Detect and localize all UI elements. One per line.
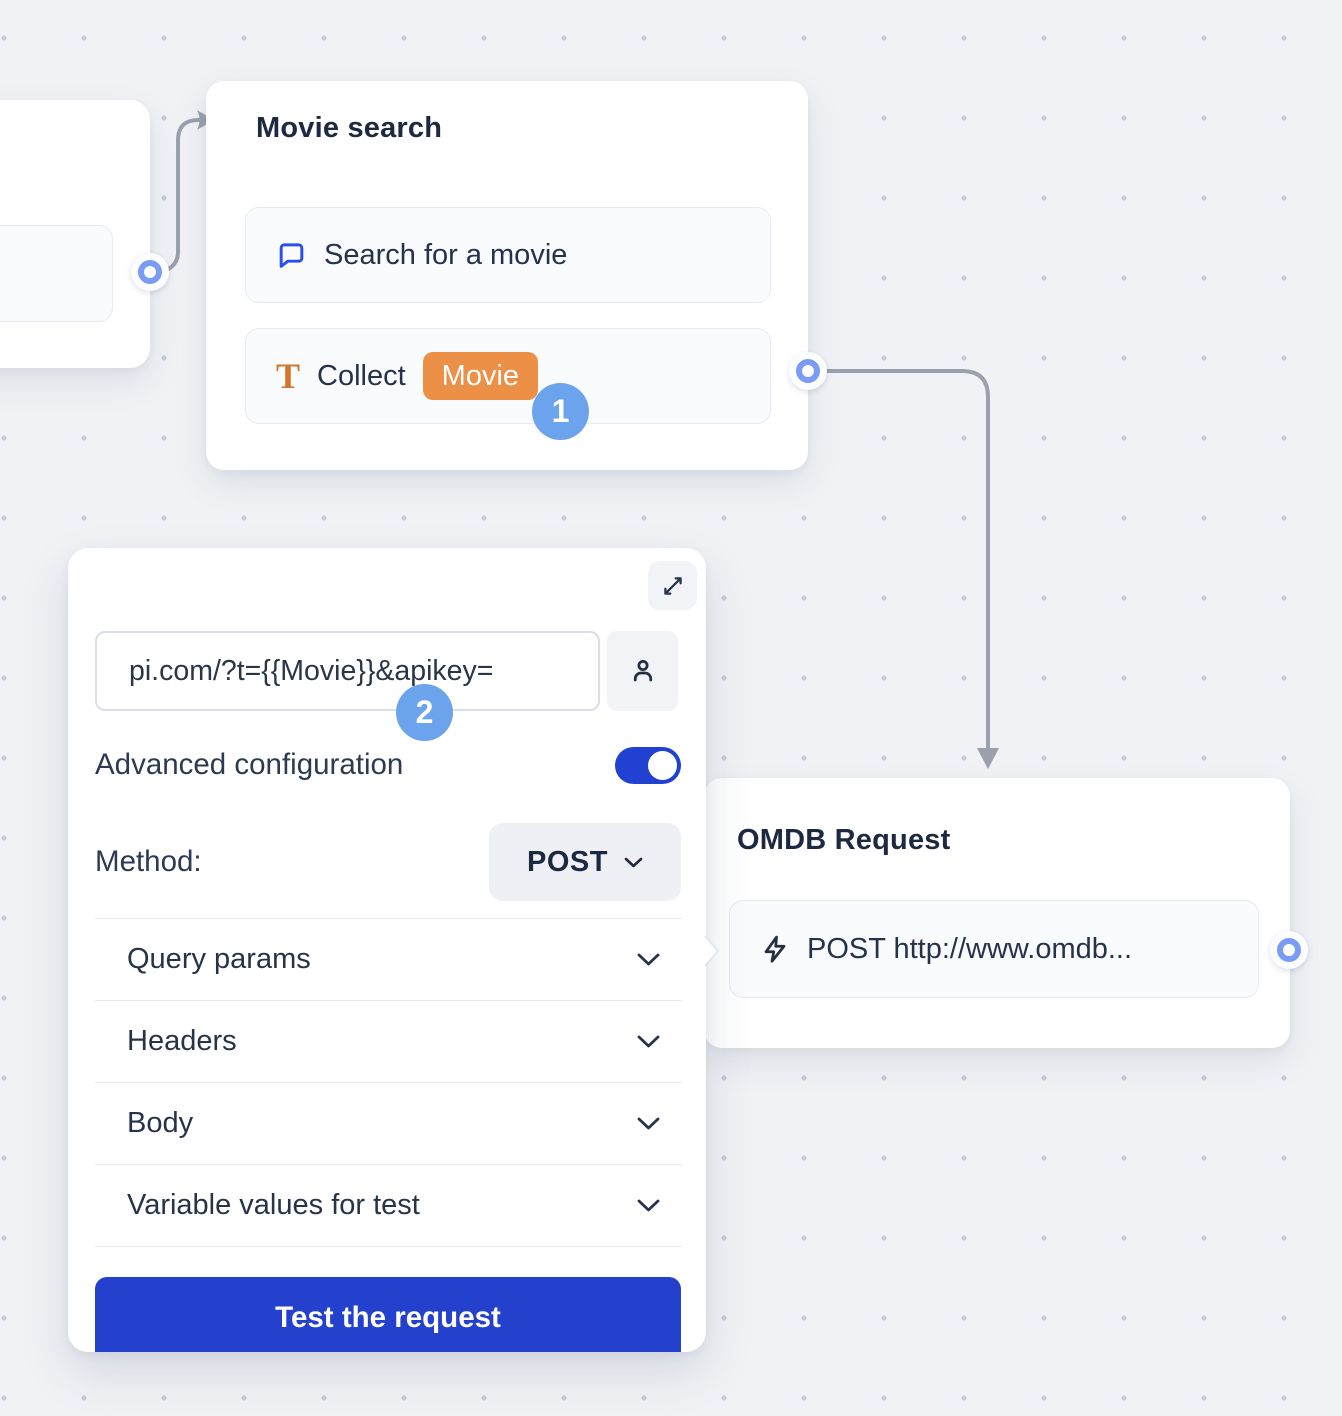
partial-node-item[interactable]: [0, 225, 113, 322]
insert-variable-button[interactable]: [607, 631, 678, 711]
block-label: POST http://www.omdb...: [807, 932, 1133, 965]
section-variable-values[interactable]: Variable values for test: [95, 1165, 682, 1247]
output-port-omdb-request[interactable]: [1270, 931, 1308, 969]
input-connector-notch: [704, 935, 720, 967]
variable-badge-movie[interactable]: Movie: [422, 351, 539, 401]
block-label: Search for a movie: [324, 238, 568, 271]
block-label: Collect: [317, 359, 406, 392]
section-label: Body: [127, 1107, 194, 1139]
expand-icon: [663, 576, 682, 595]
partial-node-card[interactable]: [0, 100, 150, 368]
method-label: Method:: [95, 845, 202, 878]
section-label: Variable values for test: [127, 1189, 420, 1221]
method-select[interactable]: POST: [489, 823, 681, 901]
section-label: Query params: [127, 943, 311, 975]
test-request-button[interactable]: Test the request: [95, 1277, 681, 1352]
person-icon: [633, 660, 652, 682]
section-body[interactable]: Body: [95, 1083, 682, 1165]
node-movie-search[interactable]: Movie search Search for a movie T Collec…: [206, 81, 808, 470]
node-omdb-request[interactable]: OMDB Request POST http://www.omdb...: [704, 778, 1290, 1048]
chevron-down-icon: [637, 953, 660, 966]
section-query-params[interactable]: Query params: [95, 919, 682, 1001]
movie-search-title: Movie search: [256, 112, 443, 144]
lightning-icon: [764, 935, 786, 963]
advanced-configuration-toggle[interactable]: [615, 746, 681, 784]
config-sections: Query params Headers Body Variable value…: [95, 918, 682, 1247]
chat-bubble-icon: [279, 242, 304, 268]
collect-block-movie[interactable]: T Collect Movie: [245, 328, 771, 424]
method-row: Method: POST: [95, 823, 681, 901]
webhook-block-post[interactable]: POST http://www.omdb...: [729, 900, 1259, 998]
chevron-down-icon: [637, 1199, 660, 1212]
step-badge-2: 2: [396, 684, 453, 741]
url-input[interactable]: [95, 631, 600, 711]
toggle-knob: [648, 750, 677, 780]
chevron-down-icon: [624, 857, 643, 867]
output-port-left-node[interactable]: [131, 253, 169, 291]
section-headers[interactable]: Headers: [95, 1001, 682, 1083]
advanced-configuration-row: Advanced configuration: [95, 730, 681, 800]
text-input-icon: T: [276, 356, 301, 396]
chevron-down-icon: [637, 1035, 660, 1048]
port-ring: [138, 260, 162, 284]
omdb-request-title: OMDB Request: [737, 824, 951, 856]
step-badge-1: 1: [532, 383, 589, 440]
method-value: POST: [527, 845, 608, 878]
advanced-configuration-label: Advanced configuration: [95, 748, 404, 781]
port-ring: [796, 359, 820, 383]
question-block-search-movie[interactable]: Search for a movie: [245, 207, 771, 303]
chevron-down-icon: [637, 1117, 660, 1130]
section-label: Headers: [127, 1025, 237, 1057]
expand-button[interactable]: [648, 561, 697, 610]
output-port-movie-search[interactable]: [789, 352, 827, 390]
webhook-config-panel: Advanced configuration Method: POST Quer…: [68, 548, 706, 1352]
port-ring: [1277, 938, 1301, 962]
